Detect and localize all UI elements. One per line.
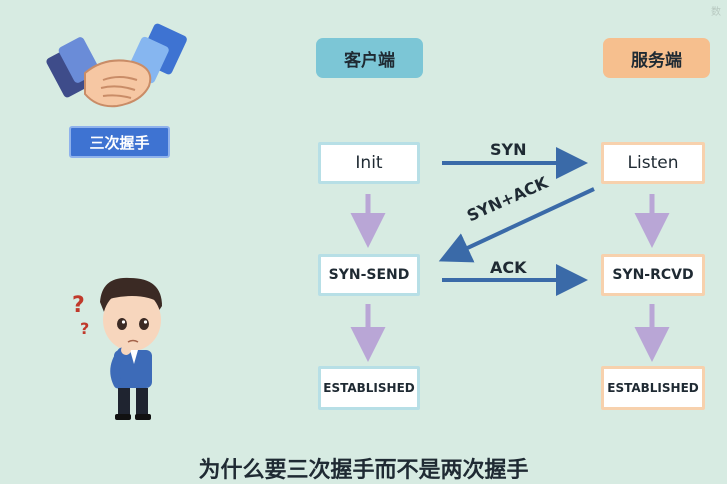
handshake-icon [46, 23, 187, 108]
server-header: 服务端 [603, 38, 710, 78]
three-way-handshake-tag: 三次握手 [69, 126, 170, 158]
svg-text:?: ? [72, 293, 85, 318]
subtitle-caption: 为什么要三次握手而不是两次握手 [198, 458, 529, 483]
server-state-listen: Listen [601, 142, 705, 184]
corner-watermark: 数 [711, 7, 721, 18]
question-mark-icon: ? ? [72, 293, 89, 338]
client-state-syn-send: SYN-SEND [318, 254, 420, 296]
client-state-established: ESTABLISHED [318, 366, 420, 410]
syn-ack-arrow [438, 187, 595, 263]
server-state-established: ESTABLISHED [601, 366, 705, 410]
handshake-arrows [350, 147, 670, 362]
client-header: 客户端 [316, 38, 423, 78]
server-state-syn-rcvd: SYN-RCVD [601, 254, 705, 296]
syn-label: SYN [490, 140, 527, 159]
ack-label: ACK [490, 258, 527, 277]
client-state-init: Init [318, 142, 420, 184]
thinking-man-illustration: ? ? [72, 277, 162, 420]
svg-text:?: ? [80, 319, 89, 338]
